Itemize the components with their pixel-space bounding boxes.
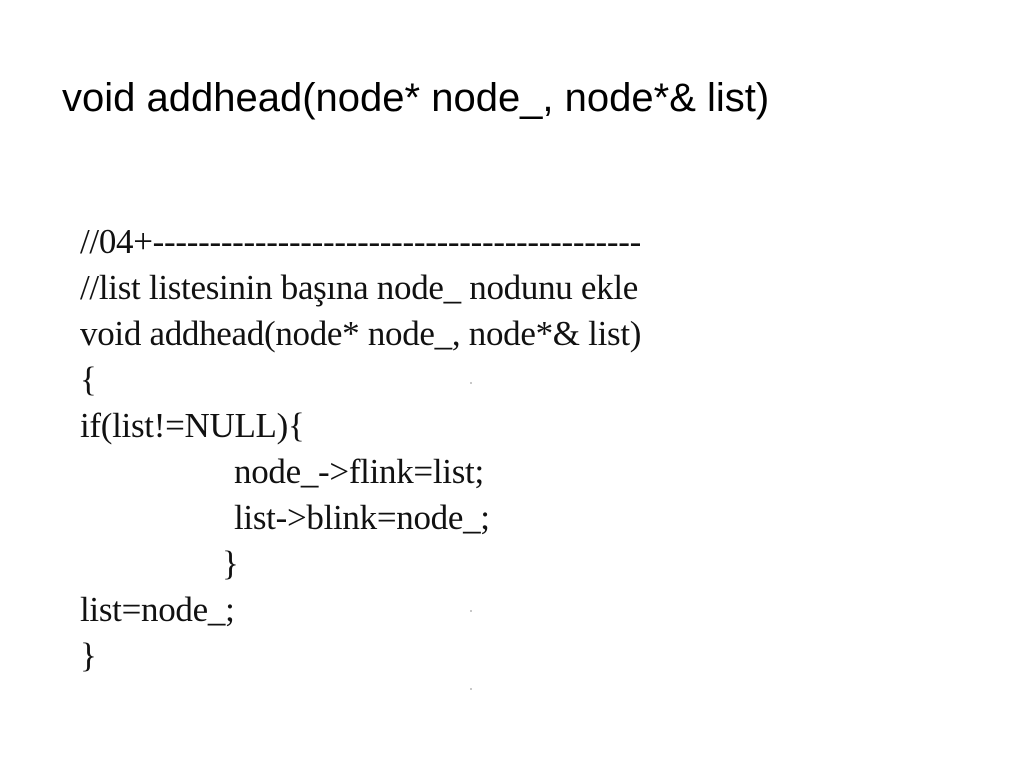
artifact-dot xyxy=(470,610,472,612)
slide-title: void addhead(node* node_, node*& list) xyxy=(62,76,770,120)
code-line-open-brace: { xyxy=(80,360,97,399)
code-line-set-flink: node_->flink=list; xyxy=(234,452,484,491)
code-snippet-image: //04+-----------------------------------… xyxy=(80,210,780,690)
code-line-set-blink: list->blink=node_; xyxy=(234,498,490,537)
code-line-function-signature: void addhead(node* node_, node*& list) xyxy=(80,314,642,353)
code-line-assign-list: list=node_; xyxy=(80,590,235,629)
artifact-dot xyxy=(470,382,472,384)
code-line-comment-description: //list listesinin başına node_ nodunu ek… xyxy=(80,268,639,307)
code-line-if-condition: if(list!=NULL){ xyxy=(80,406,305,445)
code-line-comment-separator: //04+-----------------------------------… xyxy=(80,222,641,261)
artifact-dot xyxy=(470,688,472,690)
code-line-close-brace: } xyxy=(80,636,97,675)
code-line-close-if-brace: } xyxy=(222,544,239,583)
